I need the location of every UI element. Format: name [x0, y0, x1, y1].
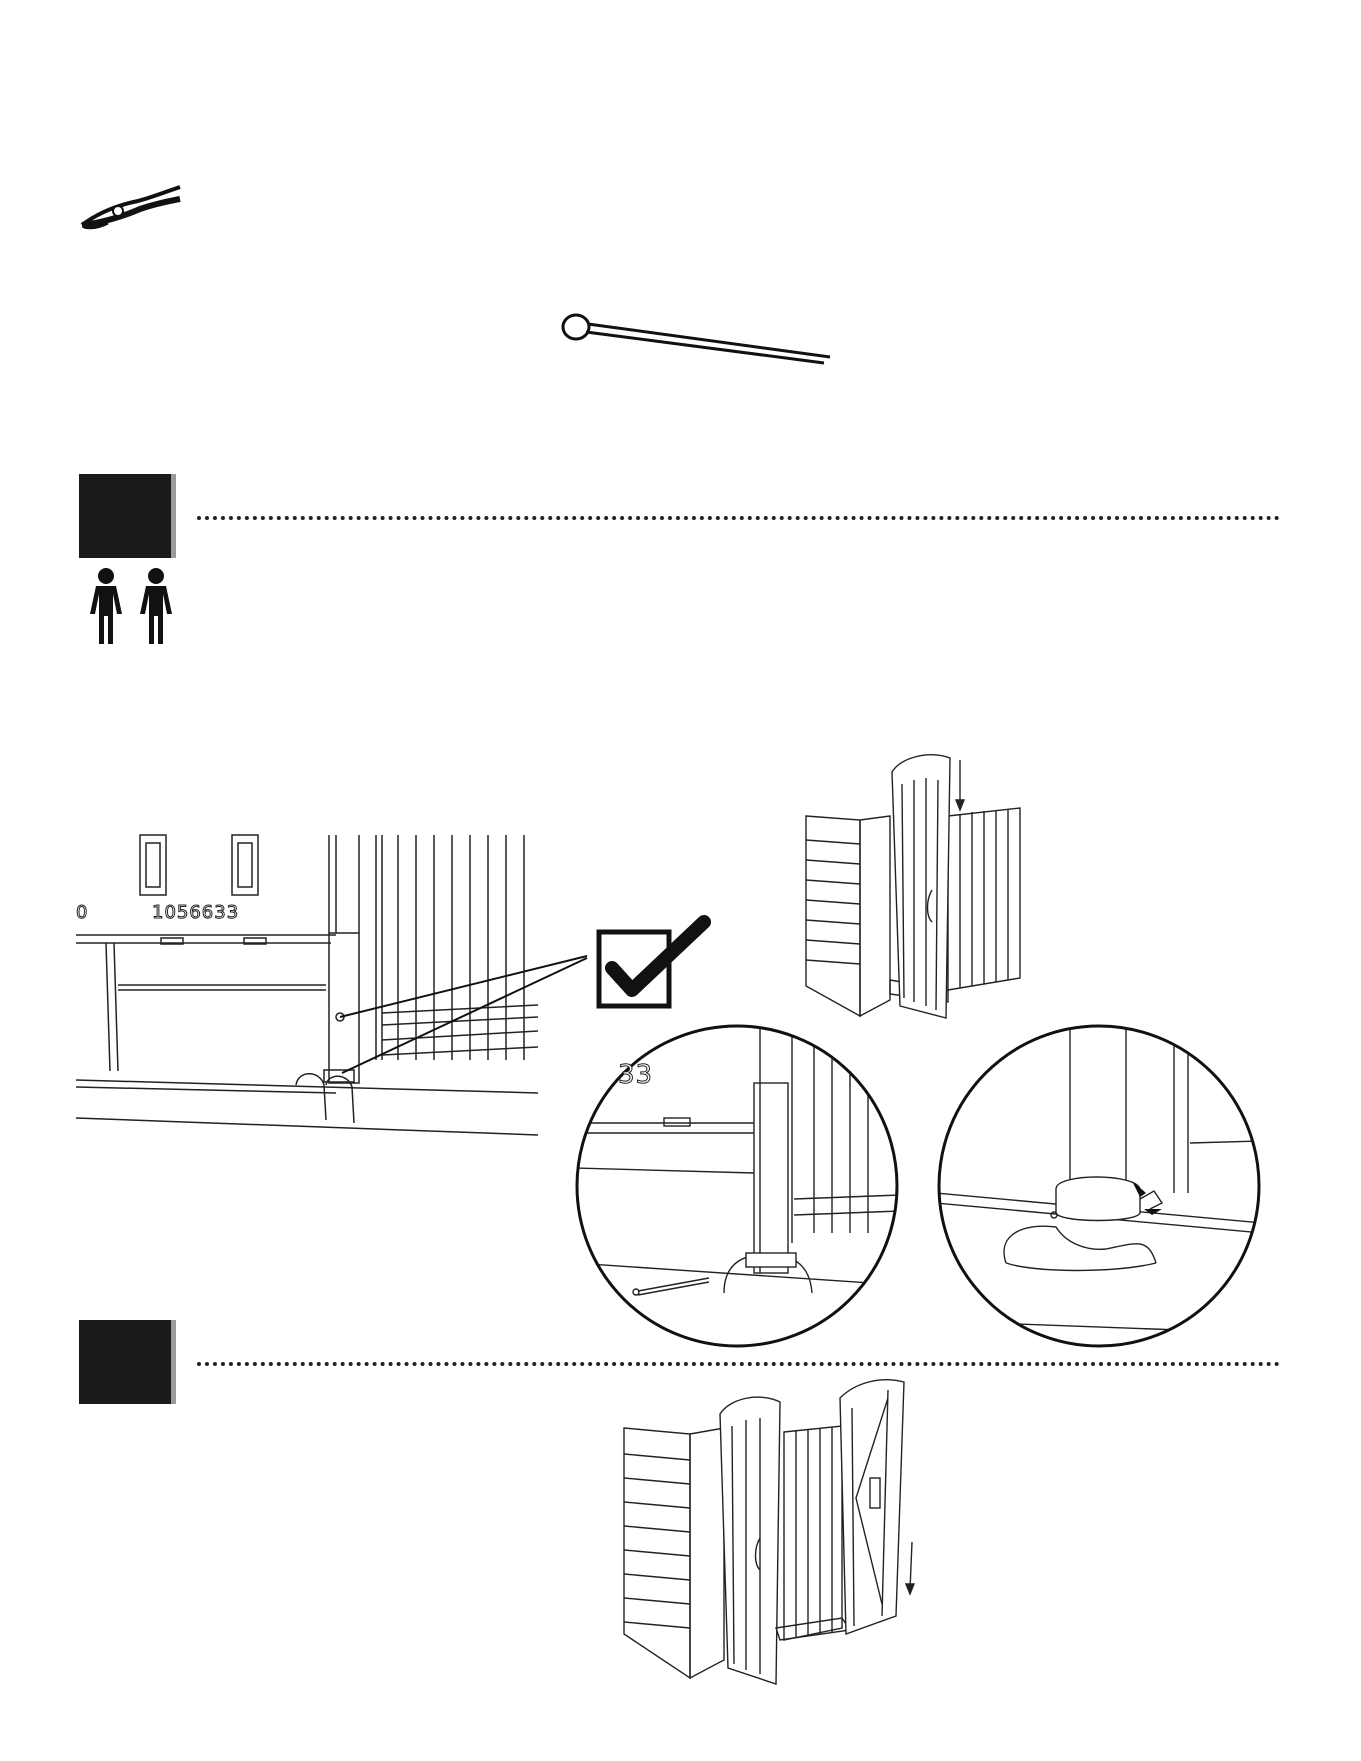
checkmark-icon — [596, 912, 716, 1010]
step-divider-2 — [197, 1362, 1280, 1366]
part-number-fragment-label: 33 — [618, 1060, 653, 1090]
shed-door-install-diagram — [800, 750, 1030, 1030]
pin-secured-detail-circle — [936, 1023, 1262, 1349]
step-number-box-2 — [79, 1320, 171, 1404]
shed-second-door-diagram — [620, 1378, 920, 1686]
